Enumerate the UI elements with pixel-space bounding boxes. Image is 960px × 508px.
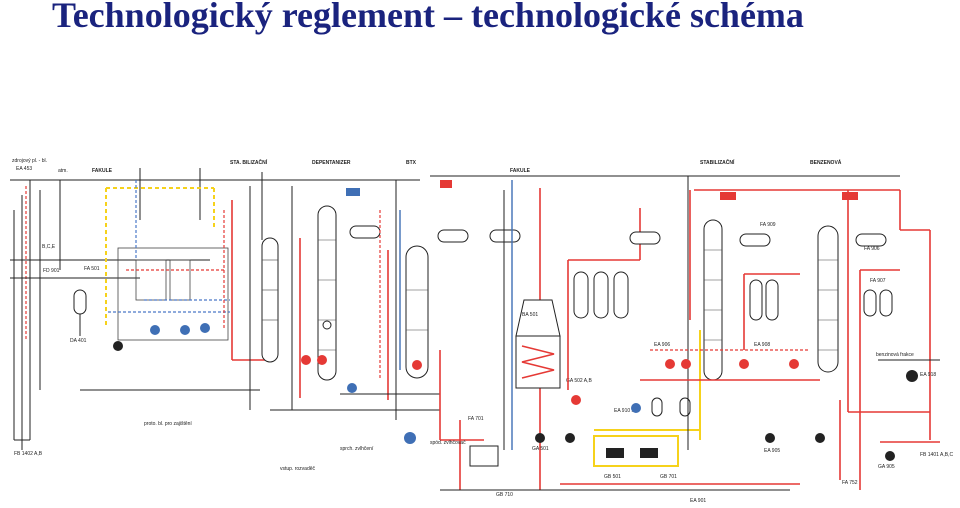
pump-icon [180,325,190,335]
process-flow-diagram: zdrojový pl. - bl. atm. FAKULE STA. BILI… [10,158,953,504]
label-ga501: GA 501 [532,446,549,452]
pump-icon [150,325,160,335]
accumulator-icon [437,229,469,243]
column-benzene [817,225,839,373]
vessel-icon [651,397,663,417]
pump-icon [665,359,675,369]
pump-icon [681,359,691,369]
reactor-icon [573,271,589,319]
note-vstup: vstup. rozvaděč [280,466,316,472]
label-fa907: FA 907 [870,278,886,284]
section-stabilizace: STA. BILIZAČNÍ [230,158,268,166]
label-ea905: EA 905 [764,448,780,454]
pump-icon [404,432,416,444]
label-ea453: EA 453 [16,166,32,172]
pump-icon [631,403,641,413]
reactor-icon [749,279,763,321]
pump-icon [885,451,895,461]
label-gb710: GB 710 [496,492,513,498]
header-pipes [10,168,900,450]
label-ea901: EA 901 [690,498,706,504]
pump-icon [571,395,581,405]
center-area: BA 501 GA 502 A,B GB 501 GB 701 EA 910 X… [440,180,800,498]
accumulator-icon [739,233,771,247]
column-da901 [261,237,279,363]
left-area: EA 453 B,C,E FD 901 FA 501 DA 401 proto.… [10,166,260,457]
pump-icon [200,323,210,333]
reactor-icon [765,279,779,321]
label-fa701: FA 701 [468,416,484,422]
reactor-icon [863,289,877,317]
column-stabilizer [703,219,723,381]
label-ga905: GA 905 [878,464,895,470]
section-depentanizer: DEPENTANIZER [312,160,351,166]
label-gb701: GB 701 [660,474,677,480]
section-atm: atm. [58,168,68,174]
section-zdroj: zdrojový pl. - bl. [12,158,47,164]
pump-icon [535,433,545,443]
label-fb1402: FB 1402 A,B [14,451,43,457]
reactor-icon [879,289,893,317]
benzene-area: EA 918 FA 907 FA 906 benzinová frakce GA… [817,190,953,490]
label-ea910: EA 910 X [614,408,636,414]
note-spod: spód. zvlhčovač [430,440,466,446]
pump-icon [815,433,825,443]
note-bce: B,C,E [42,244,56,250]
accumulator-icon [629,231,661,245]
stabilizer-area: FA 701 sprch. zvlhčení [223,172,521,452]
section-fakule-2: FAKULE [510,168,531,174]
label-fa752: FA 752 [842,480,858,486]
pump-icon [565,433,575,443]
note-proto: proto. bl. pro zajištění [144,421,192,427]
section-benzenova: BENZENOVÁ [810,159,842,166]
pump-icon [317,355,327,365]
pump-icon [789,359,799,369]
column-btx [405,245,429,379]
section-btx: BTX [406,160,417,166]
label-ea918: EA 918 [920,372,936,378]
column-depentanizer [317,205,337,381]
pump-icon [906,370,918,382]
section-labels: zdrojový pl. - bl. atm. FAKULE STA. BILI… [12,158,842,174]
label-gb501: GB 501 [604,474,621,480]
pump-icon [739,359,749,369]
heater-icon [440,180,452,188]
label-ba501: BA 501 [522,312,538,318]
pump-icon [347,383,357,393]
label-ea908: EA 908 [754,342,770,348]
slide-title: Technologický reglement – technologické … [52,0,804,35]
accumulator-icon [855,233,887,247]
label-fa906: FA 906 [864,246,880,252]
note-benzin: benzinová frakce [876,352,914,358]
right-area: EA 906 EA 908 EA 905 [629,176,900,454]
vessel-icon [469,445,499,467]
reactor-icon [613,271,629,319]
label-da401: DA 401 [70,338,87,344]
pump-icon [765,433,775,443]
accumulator-icon [349,225,381,239]
pump-icon [113,341,123,351]
pump-icon [301,355,311,365]
reactor-icon [593,271,609,319]
section-fakule: FAKULE [92,168,113,174]
note-sprch: sprch. zvlhčení [340,446,374,452]
bottom-labels: vstup. rozvaděč spód. zvlhčovač EA 901 F… [280,222,776,504]
label-ga502: GA 502 A,B [566,378,593,384]
furnace-icon [515,299,561,337]
label-fd901: FD 901 [43,268,60,274]
label-ea906: EA 906 [654,342,670,348]
label-fa909: FA 909 [760,222,776,228]
label-fa501: FA 501 [84,266,100,272]
vessel-da401 [73,289,87,315]
cooler-icon [346,188,360,196]
label-fb1401: FB 1401 A,B,C [920,452,953,458]
section-stabilizace-2: STABILIZAČNÍ [700,158,735,166]
accumulator-icon [489,229,521,243]
